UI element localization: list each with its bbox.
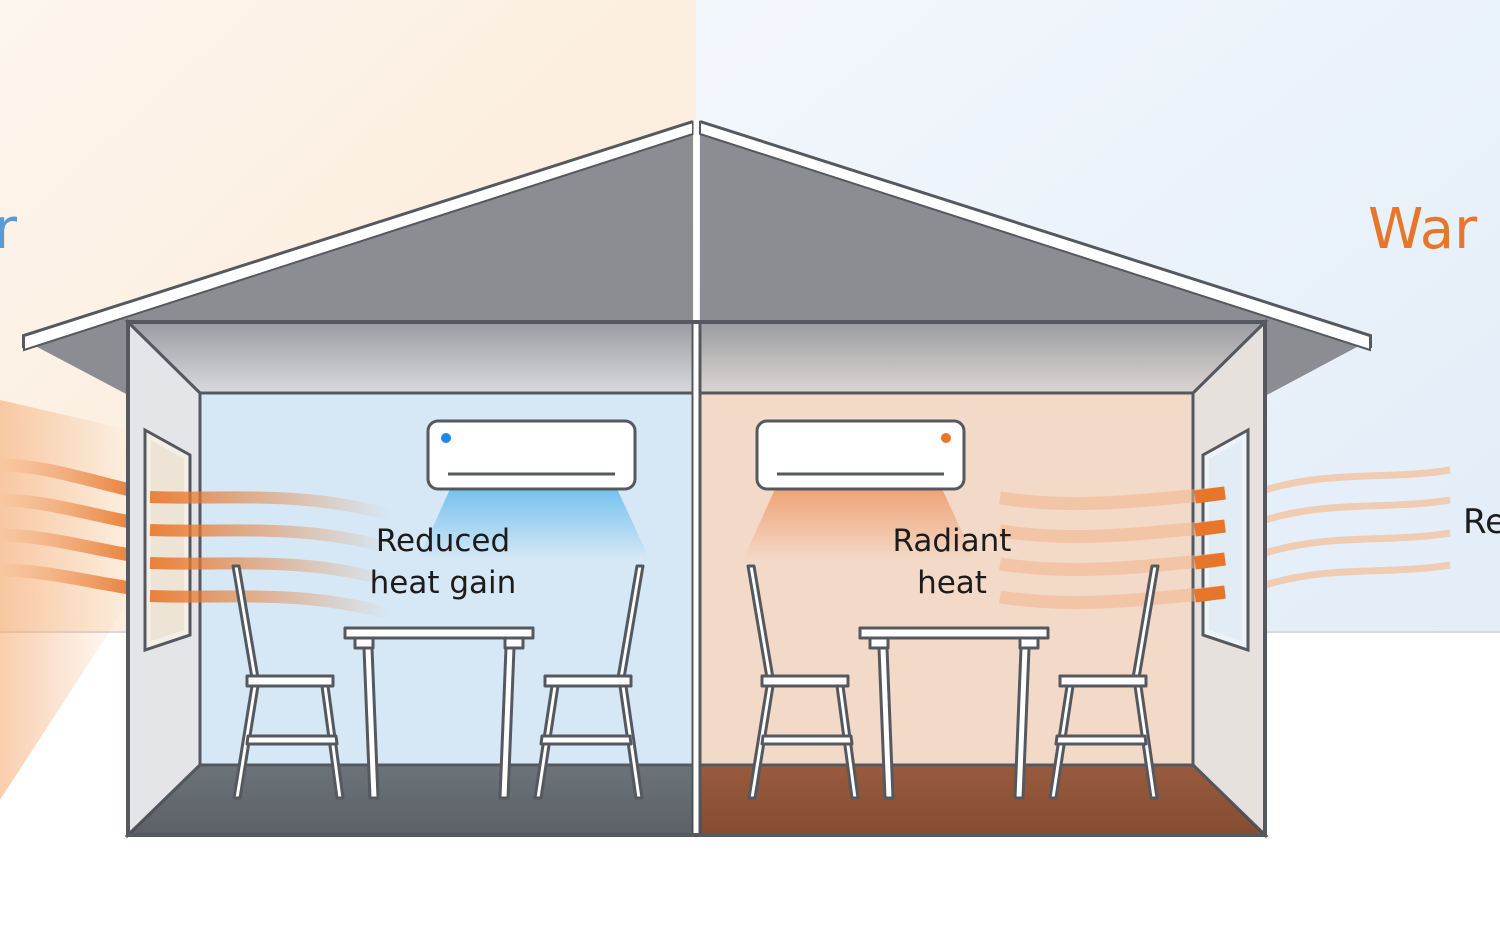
ac-airflow-right: [743, 478, 975, 560]
floor-left-shade: [128, 765, 693, 835]
air-conditioner-icon: [755, 419, 966, 491]
heat-wave-icon: [0, 458, 132, 595]
room-label-left-line2: heat gain: [370, 565, 517, 601]
heat-wave-icon: [149, 491, 392, 620]
ac-indicator-light: [941, 433, 951, 443]
furniture-left: [231, 564, 645, 800]
house-outline: [126, 320, 1267, 837]
heat-wave-icon: [999, 486, 1226, 610]
heat-wave-icon: [1263, 466, 1451, 589]
table-icon: [858, 626, 1050, 800]
room-label-left-line1: Reduced: [376, 523, 510, 559]
roof-edge-left: [23, 120, 694, 352]
ac-airflow-left: [418, 478, 650, 560]
table-icon: [343, 626, 535, 800]
window-glass-right: [1209, 440, 1242, 641]
chair-icon: [533, 564, 645, 800]
chair-icon: [746, 564, 860, 800]
room-right: [698, 318, 1269, 839]
side-text-right: Re: [1463, 502, 1500, 542]
ceiling-left: [124, 320, 695, 395]
floor-right-shade: [700, 765, 1265, 835]
room-label-right-line2: heat: [917, 565, 987, 601]
furniture-right: [746, 564, 1160, 800]
window-glass-left: [151, 440, 184, 641]
air-conditioner-icon: [426, 419, 637, 491]
heading-right: War: [1368, 197, 1478, 262]
ac-indicator-light: [441, 433, 451, 443]
chair-icon: [1048, 564, 1160, 800]
roof-right: [700, 126, 1370, 396]
roof-left: [24, 126, 693, 396]
room-label-right-line1: Radiant: [893, 523, 1012, 559]
chair-icon: [231, 564, 345, 800]
ceiling-right: [698, 320, 1269, 395]
roof-edge-right: [699, 120, 1371, 352]
heading-left: r: [0, 197, 18, 262]
